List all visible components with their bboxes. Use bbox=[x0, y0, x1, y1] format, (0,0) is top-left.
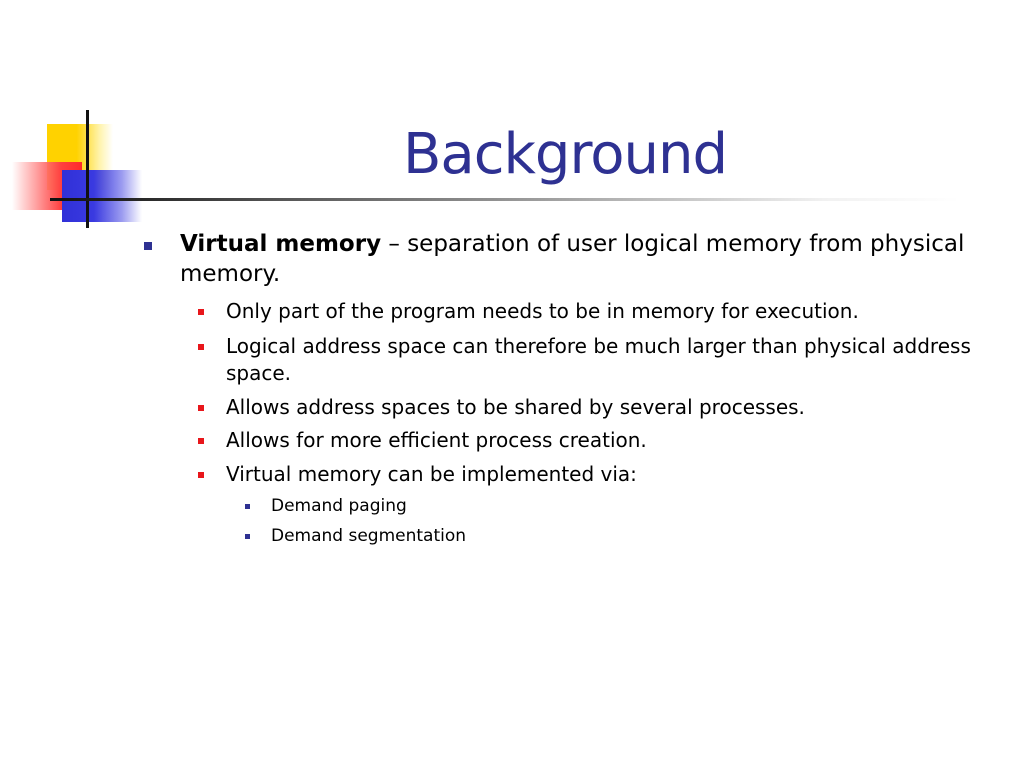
sub-sub-bullet: Demand paging bbox=[245, 494, 871, 518]
square-bullet-icon bbox=[245, 504, 250, 509]
sub-bullet-text: Virtual memory can be implemented via: bbox=[226, 462, 637, 486]
square-bullet-icon bbox=[198, 472, 204, 478]
square-bullet-icon bbox=[144, 242, 152, 250]
sub-bullet: Logical address space can therefore be m… bbox=[198, 333, 986, 387]
sub-bullet-text: Only part of the program needs to be in … bbox=[226, 299, 859, 323]
square-bullet-icon bbox=[198, 405, 204, 411]
slide-title: Background bbox=[402, 122, 728, 187]
square-bullet-icon bbox=[245, 534, 250, 539]
sub-sub-bullet-text: Demand segmentation bbox=[271, 526, 467, 546]
vertical-rule bbox=[86, 110, 89, 228]
square-bullet-icon bbox=[198, 344, 204, 350]
sub-bullet: Allows address spaces to be shared by se… bbox=[198, 394, 986, 421]
sub-bullet-text: Allows address spaces to be shared by se… bbox=[226, 395, 805, 419]
square-bullet-icon bbox=[198, 438, 204, 444]
blue-square bbox=[62, 170, 142, 222]
sub-bullet-text: Allows for more efficient process creati… bbox=[226, 428, 647, 452]
sub-bullet: Allows for more efficient process creati… bbox=[198, 427, 986, 454]
main-bullet-text: – separation of user logical memory from… bbox=[180, 231, 965, 287]
sub-sub-bullet: Demand segmentation bbox=[245, 524, 871, 548]
title-underline bbox=[50, 198, 960, 201]
main-bullet-term: Virtual memory bbox=[180, 231, 382, 257]
main-bullet: Virtual memory – separation of user logi… bbox=[144, 229, 970, 289]
sub-sub-bullet-text: Demand paging bbox=[271, 496, 407, 516]
decorative-logo bbox=[0, 0, 150, 240]
sub-bullet: Virtual memory can be implemented via: bbox=[198, 461, 986, 488]
sub-bullet: Only part of the program needs to be in … bbox=[198, 298, 986, 325]
square-bullet-icon bbox=[198, 309, 204, 315]
sub-bullet-text: Logical address space can therefore be m… bbox=[226, 334, 971, 385]
